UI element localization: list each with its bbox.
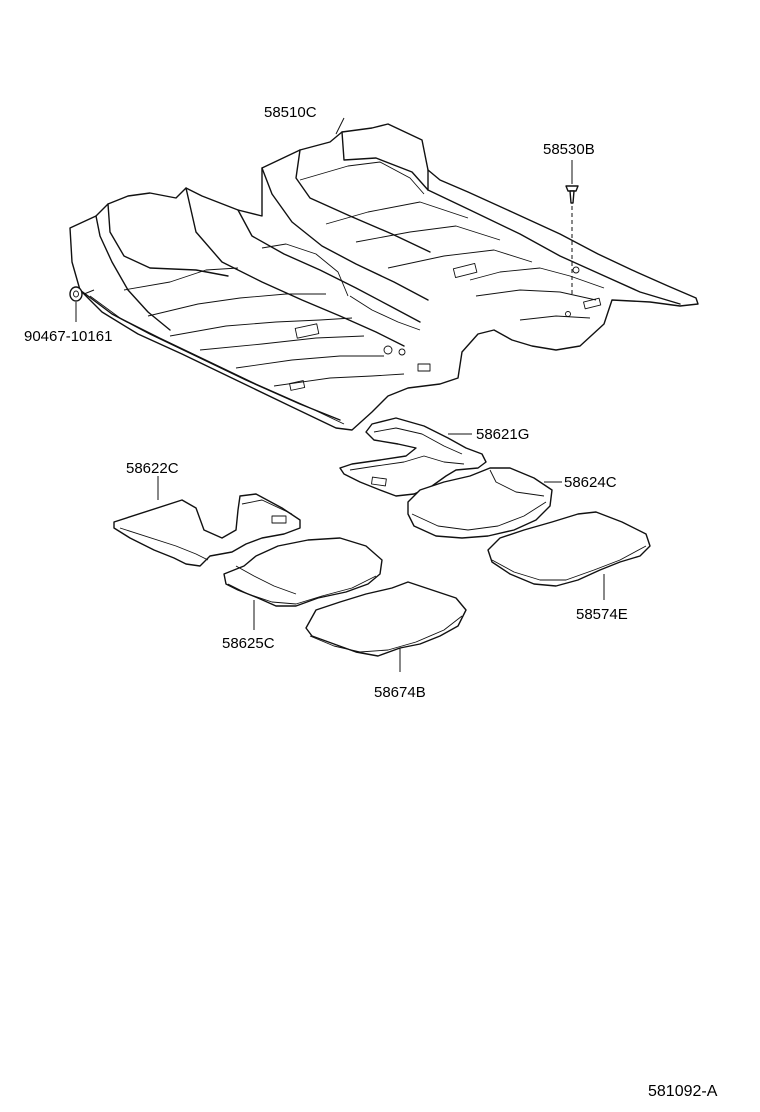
mat-58625C[interactable] — [223, 537, 383, 607]
part-label-mat-left-insert: 58625C — [222, 635, 275, 652]
mat-58574E[interactable] — [487, 511, 651, 587]
part-label-floor-carpet: 58510C — [264, 104, 317, 121]
push-clip-icon[interactable] — [565, 185, 579, 204]
mat-58622C[interactable] — [113, 493, 301, 567]
part-label-mat-rear-left: 58674B — [374, 684, 426, 701]
figure-number: 581092-A — [648, 1083, 718, 1100]
part-label-grommet: 90467-10161 — [24, 328, 112, 345]
grommet-icon[interactable] — [69, 286, 83, 302]
mat-58624C[interactable] — [407, 467, 553, 539]
part-label-clip: 58530B — [543, 141, 595, 158]
part-label-mat-front-right: 58624C — [564, 474, 617, 491]
floor-carpet-assembly[interactable] — [69, 123, 699, 431]
part-label-mat-front-center: 58621G — [476, 426, 529, 443]
mat-58674B[interactable] — [305, 581, 467, 657]
mat-58621G[interactable] — [339, 417, 487, 497]
part-label-mat-front-left: 58622C — [126, 460, 179, 477]
part-label-mat-rear-right: 58574E — [576, 606, 628, 623]
